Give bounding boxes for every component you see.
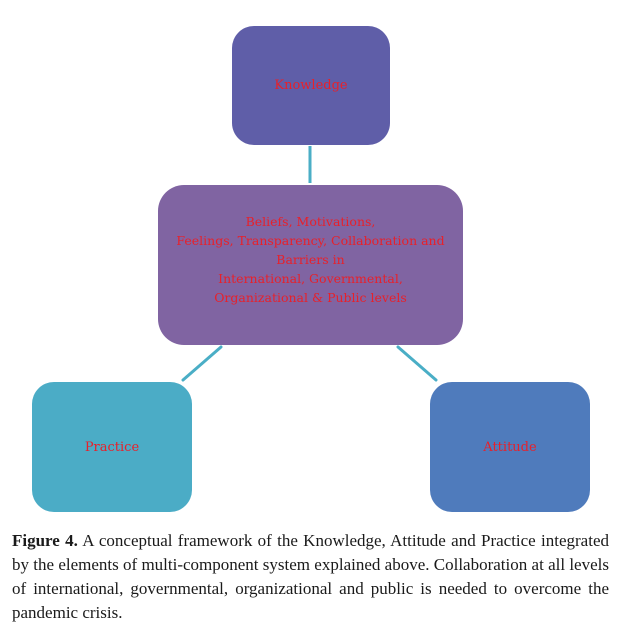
edge-center-attitude bbox=[396, 345, 438, 382]
node-knowledge-label: Knowledge bbox=[274, 78, 348, 93]
node-center-line: Beliefs, Motivations, bbox=[245, 213, 376, 229]
node-center-line: International, Governmental, bbox=[218, 270, 403, 286]
node-center-text: Beliefs, Motivations, Feelings, Transpar… bbox=[176, 212, 444, 307]
node-attitude: Attitude bbox=[430, 382, 590, 512]
node-practice: Practice bbox=[32, 382, 192, 512]
node-practice-label: Practice bbox=[84, 439, 140, 455]
figure-label: Figure 4. bbox=[12, 531, 78, 550]
node-knowledge: Knowledge bbox=[232, 26, 390, 145]
node-center-line: Barriers in bbox=[276, 251, 345, 267]
node-center-line: Feelings, Transparency, Collaboration an… bbox=[176, 232, 445, 248]
figure-caption-text: A conceptual framework of the Knowledge,… bbox=[12, 531, 609, 622]
figure-caption: Figure 4. A conceptual framework of the … bbox=[12, 529, 609, 625]
node-center-line: Organizational & Public levels bbox=[214, 289, 407, 305]
node-attitude-label: Attitude bbox=[483, 439, 537, 455]
edge-center-practice bbox=[181, 345, 223, 382]
node-center: Beliefs, Motivations, Feelings, Transpar… bbox=[158, 185, 463, 345]
